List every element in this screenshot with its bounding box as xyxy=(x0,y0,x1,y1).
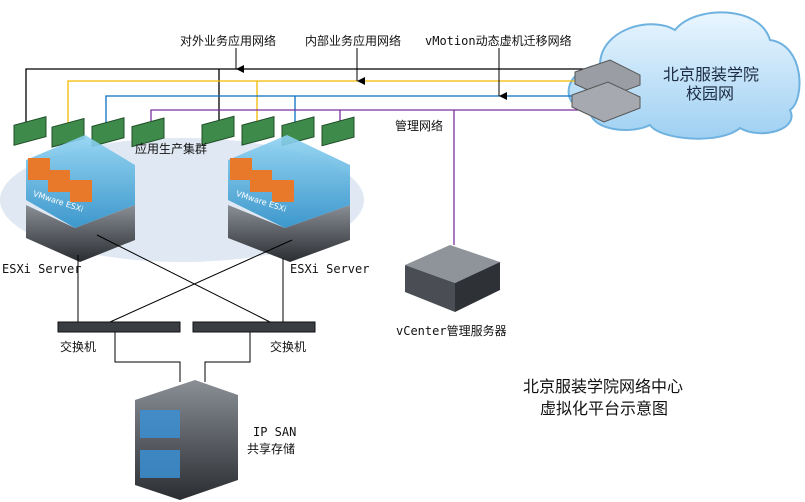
storage-label-2: 共享存储 xyxy=(247,442,296,456)
diagram-title-2: 虚拟化平台示意图 xyxy=(540,399,669,418)
vcenter-server-icon xyxy=(405,245,500,312)
esxi-server-2-icon xyxy=(228,135,350,262)
esxi-server-1-icon xyxy=(26,135,135,262)
esxi-server-1-label: ESXi Server xyxy=(2,262,82,276)
external-network-label: 对外业务应用网络 xyxy=(180,34,277,48)
cluster-label: 应用生产集群 xyxy=(135,142,208,156)
switch-1-icon xyxy=(57,321,181,333)
ip-san-storage-icon xyxy=(135,380,238,500)
switch-2-icon xyxy=(192,321,316,333)
switch-1-label: 交换机 xyxy=(60,340,97,354)
internal-network-label: 内部业务应用网络 xyxy=(305,34,402,48)
esxi-server-2-label: ESXi Server xyxy=(290,262,370,276)
core-switch-icon xyxy=(571,59,641,123)
server-switch-links xyxy=(77,234,293,382)
management-network-label: 管理网络 xyxy=(395,119,444,133)
storage-label-1: IP SAN xyxy=(253,425,297,439)
vcenter-label: vCenter管理服务器 xyxy=(396,324,507,338)
vmotion-network-label: vMotion动态虚机迁移网络 xyxy=(425,34,572,48)
campus-label-2: 校园网 xyxy=(686,84,735,103)
campus-label-1: 北京服装学院 xyxy=(663,65,760,84)
internal-network-line xyxy=(67,80,580,130)
switch-2-label: 交换机 xyxy=(270,340,307,354)
diagram-title-1: 北京服装学院网络中心 xyxy=(523,377,684,396)
